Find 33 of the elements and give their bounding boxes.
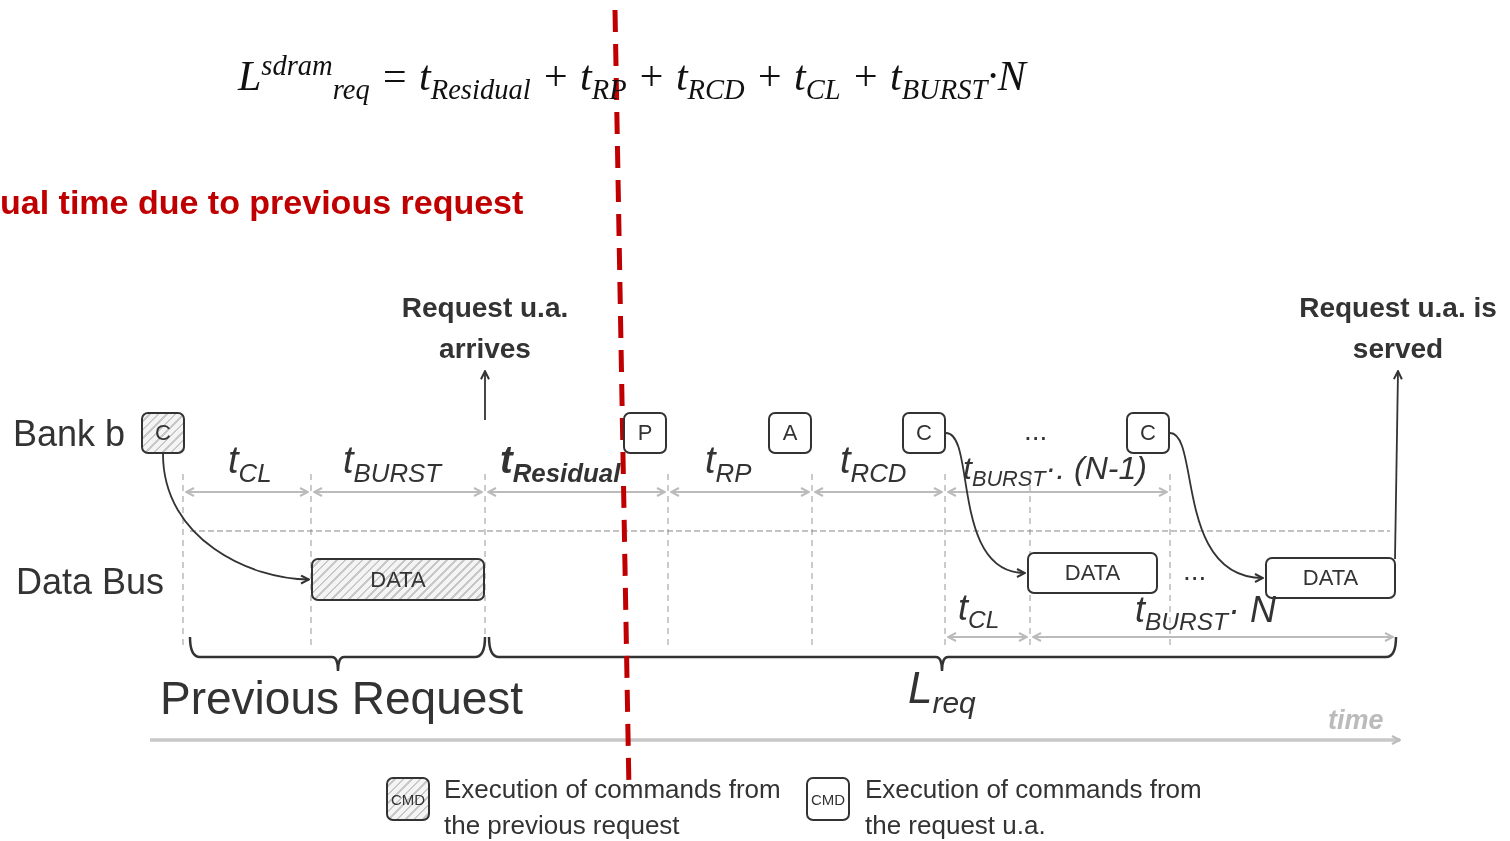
timing-label: t$_{CL}$ [228,440,272,487]
row-label: Bank b [13,414,126,454]
timing-label: t$_{CL}$ [958,588,1000,635]
timing-label: t$_{BURST}$·. (N-1) [963,451,1147,492]
arrow [1169,432,1264,582]
arrow [480,370,490,421]
legend-sample: CMD [386,777,430,821]
arrow [1392,370,1403,560]
command-box: P [623,412,667,454]
row-label: Data Bus [16,562,165,602]
legend-sample: CMD [806,777,850,821]
brace-label: Previous Request [160,673,524,724]
command-box: A [768,412,812,454]
timing-label: t$_{Residual}$ [500,440,621,487]
timing-label: t$_{BURST}$ [343,440,442,487]
annotation-text: ual time due to previous request [0,184,524,222]
command-box: C [141,412,185,454]
arrow [162,453,310,585]
event-label: Request u.a. is served [1286,288,1510,370]
axis-label: time [1328,706,1384,736]
data-box: DATA [1027,552,1158,594]
legend-text: Execution of commands from the request u.a. [865,773,1203,841]
legend-text: Execution of commands from the previous request [444,773,782,841]
data-box: DATA [311,558,485,601]
command-box: C [1126,412,1170,454]
timing-label: t$_{RP}$ [705,440,752,487]
command-box: C [902,412,946,454]
arrow [945,432,1026,577]
ellipsis: ... [1024,416,1048,447]
ellipsis: ... [1183,556,1207,587]
event-label: Request u.a. arrives [380,288,590,370]
brace-label: L$_{req}$ [908,664,976,720]
data-box: DATA [1265,557,1396,599]
